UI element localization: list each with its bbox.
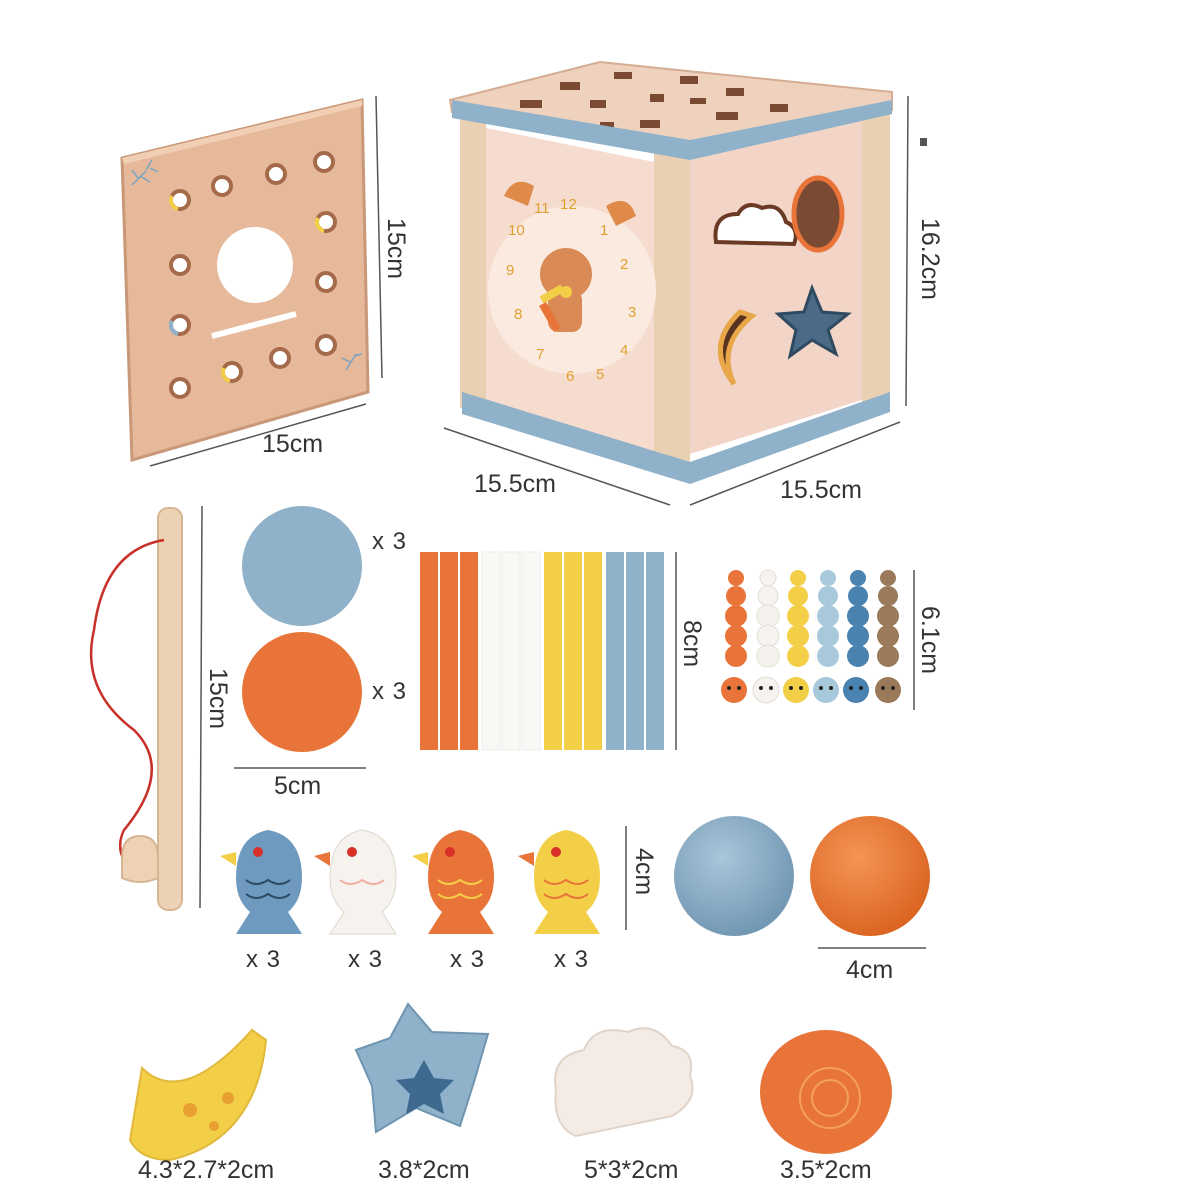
clock-number-9: 9	[506, 262, 515, 279]
orange-disc-count: x 3	[372, 678, 408, 705]
fish-white-shape	[314, 829, 397, 935]
rod-length-label: 15cm	[204, 668, 232, 730]
clock-number-5: 5	[596, 366, 605, 383]
moon-block	[128, 1028, 268, 1162]
clock-face: 12 1 2 3 4 5 6 7 8 9 10 11	[488, 196, 656, 385]
sun-block	[760, 1030, 892, 1154]
fish-orange-shape	[412, 830, 494, 934]
clock-number-2: 2	[620, 256, 629, 273]
cube-left-label: 15.5cm	[474, 470, 556, 498]
clock-number-12: 12	[560, 196, 577, 213]
fish-blue-count: x 3	[246, 946, 282, 973]
fish-orange-count: x 3	[450, 946, 486, 973]
board-side-label: 15cm	[382, 218, 410, 280]
stick-length-label: 8cm	[678, 620, 706, 668]
cube-right-label: 15.5cm	[780, 476, 862, 504]
clock-number-4: 4	[620, 342, 629, 359]
fish-yellow-count: x 3	[554, 946, 590, 973]
clock-number-10: 10	[508, 222, 525, 239]
fish-yellow-shape	[518, 830, 600, 934]
ball-size-label: 4cm	[846, 956, 894, 984]
cloud-size-label: 5*3*2cm	[584, 1156, 679, 1184]
clock-number-11: 11	[534, 200, 550, 217]
fish-white-count: x 3	[348, 946, 384, 973]
blue-disc-count: x 3	[372, 528, 408, 555]
clock-number-6: 6	[566, 368, 575, 385]
cloud-block	[554, 1027, 694, 1138]
fish-blue-shape	[220, 830, 302, 934]
fish-height-label: 4cm	[630, 848, 658, 896]
clock-number-8: 8	[514, 306, 523, 323]
clock-number-7: 7	[536, 346, 545, 363]
worm-length-label: 6.1cm	[916, 606, 944, 675]
clock-number-1: 1	[600, 222, 609, 239]
sun-size-label: 3.5*2cm	[780, 1156, 872, 1184]
star-size-label: 3.8*2cm	[378, 1156, 470, 1184]
cube-height-label: 16.2cm	[916, 218, 944, 300]
star-block	[354, 1002, 490, 1134]
disc-size-label: 5cm	[274, 772, 322, 800]
board-bottom-label: 15cm	[262, 430, 324, 458]
moon-size-label: 4.3*2.7*2cm	[138, 1156, 275, 1184]
clock-number-3: 3	[628, 304, 637, 321]
